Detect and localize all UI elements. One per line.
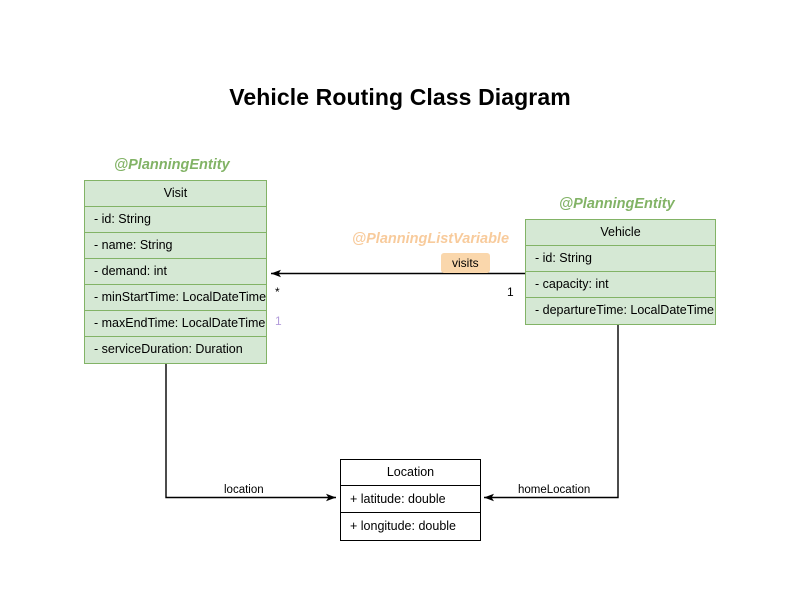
class-box-visit[interactable]: Visit - id: String - name: String - dema… [84,180,267,364]
edge-label-home-location: homeLocation [518,484,591,496]
class-attribute: - serviceDuration: Duration [94,342,243,356]
stereotype-planning-list-variable: @PlanningListVariable [352,231,510,247]
class-attribute: - maxEndTime: LocalDateTime [85,311,266,337]
stereotype-visit: @PlanningEntity [114,157,230,173]
edge-vehicle-home-location [484,322,619,502]
stereotype-vehicle: @PlanningEntity [559,196,675,212]
class-attribute: + longitude: double [350,519,456,533]
class-box-location[interactable]: Location + latitude: double + longitude:… [340,459,481,541]
class-box-vehicle[interactable]: Vehicle - id: String - capacity: int - d… [525,219,716,325]
edge-visit-location [165,362,336,502]
class-name-location: Location [341,460,480,486]
class-attribute: - capacity: int [526,272,715,298]
multiplicity-visits-source: 1 [507,285,514,299]
multiplicity-visit-location: 1 [275,314,282,328]
class-attribute: - id: String [85,207,266,233]
class-attribute: - minStartTime: LocalDateTime [85,285,266,311]
class-attribute: + latitude: double [341,486,480,513]
edge-label-location: location [224,484,264,496]
class-attribute: - demand: int [85,259,266,285]
class-name-visit: Visit [85,181,266,207]
class-attribute: - id: String [526,246,715,272]
multiplicity-visits-target: * [275,285,280,299]
class-attribute: - name: String [85,233,266,259]
class-attribute: - departureTime: LocalDateTime [535,303,715,317]
class-name-vehicle: Vehicle [526,220,715,246]
page-title: Vehicle Routing Class Diagram [229,84,571,110]
edge-label-visits: visits [441,253,490,273]
